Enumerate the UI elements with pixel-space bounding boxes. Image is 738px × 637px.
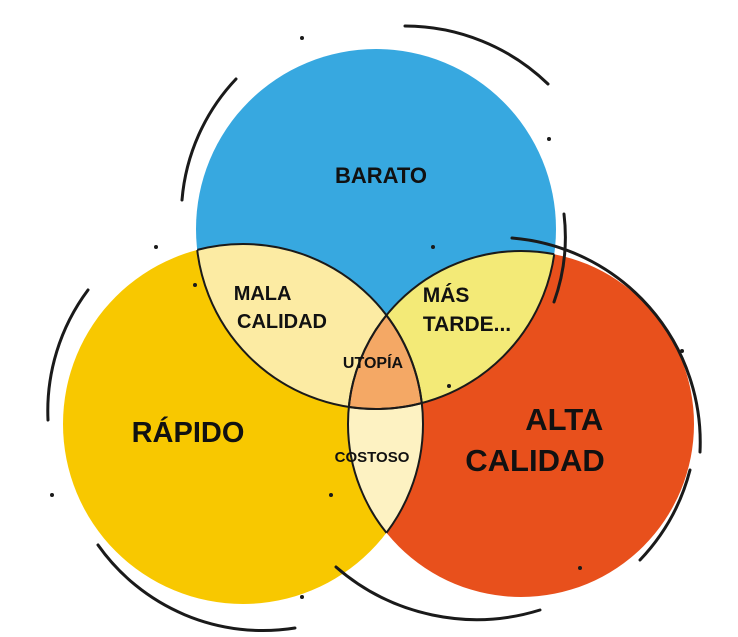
decorative-arcs <box>46 24 702 633</box>
label-cheap-quality-line1: MÁS <box>423 284 470 307</box>
label-cheap-fast: MALA CALIDAD <box>234 283 327 333</box>
intersection-cheap-fast <box>196 244 423 409</box>
intersection-cheap-quality <box>348 251 556 409</box>
label-all: UTOPÍA <box>343 353 404 372</box>
label-cheap: BARATO <box>335 163 427 188</box>
label-quality: ALTA CALIDAD <box>465 402 611 478</box>
label-fast: RÁPIDO <box>132 415 245 449</box>
inner-outlines <box>195 243 557 598</box>
label-fast-quality: COSTOSO <box>335 449 410 466</box>
label-quality-line2: CALIDAD <box>465 443 605 478</box>
label-cheap-quality: MÁS TARDE... <box>423 284 511 336</box>
label-quality-line1: ALTA <box>525 402 603 437</box>
label-cheap-quality-line2: TARDE... <box>423 313 511 336</box>
label-cheap-fast-line1: MALA <box>234 283 291 305</box>
decorative-dots <box>50 36 684 599</box>
label-cheap-fast-line2: CALIDAD <box>237 311 327 333</box>
